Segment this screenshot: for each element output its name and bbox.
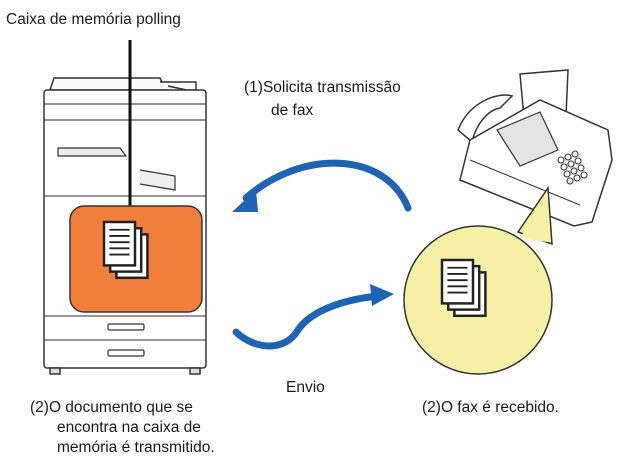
document-sent-line-3: memória é transmitido. [57,439,215,456]
received-document-icon [440,258,487,318]
fax-machine-icon [457,69,613,227]
request-arrow [232,159,412,212]
fax-received-label: (2)O fax é recebido. [422,399,559,416]
request-fax-line-2: de fax [271,102,314,119]
send-arrow [232,284,394,350]
request-fax-line-1: (1)Solicita transmissão [244,79,401,96]
request-fax-label: (1)Solicita transmissão de fax [244,78,401,121]
send-label: Envio [286,379,325,396]
document-sent-label: (2)O documento que se encontra na caixa … [30,398,215,458]
memory-box-document-icon [102,220,149,280]
document-sent-line-1: (2)O documento que se [30,399,193,416]
polling-box-label: Caixa de memória polling [6,11,181,28]
document-sent-line-2: encontra na caixa de [57,419,201,436]
